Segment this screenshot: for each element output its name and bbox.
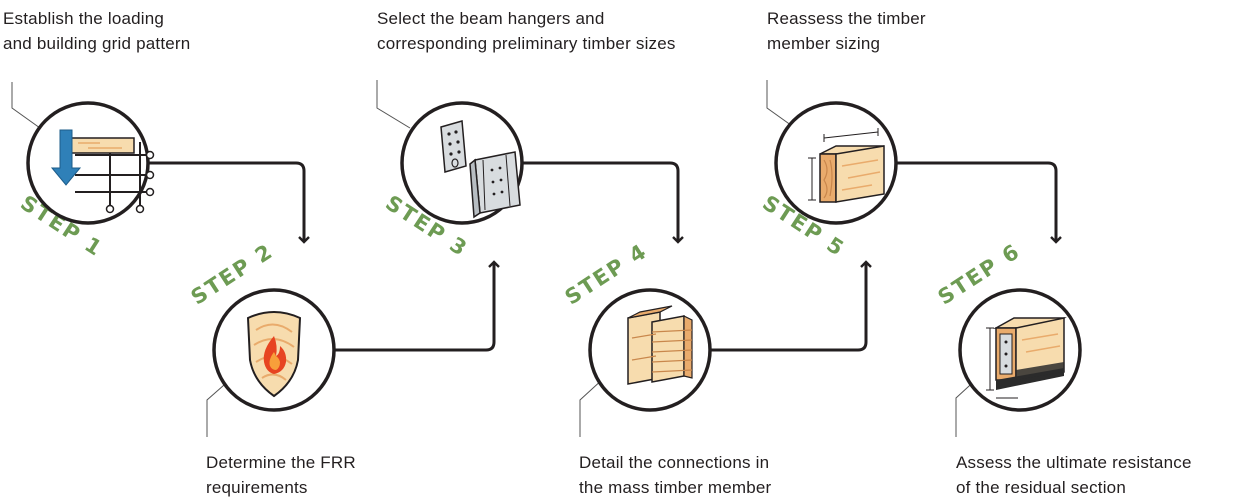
- beam-hangers-icon: [440, 120, 521, 219]
- connector-arrow-4-to-5: [710, 260, 872, 352]
- step-6-caption-line-2: of the residual section: [956, 478, 1126, 497]
- step-6-caption: Assess the ultimate resistance of the re…: [956, 450, 1192, 500]
- timber-sizing-icon: [808, 128, 885, 203]
- step-1-caption-line-1: Establish the loading: [3, 9, 165, 28]
- step-1-circle: [26, 101, 155, 225]
- step-3-leader-line: [376, 80, 411, 129]
- step-5-caption: Reassess the timber member sizing: [767, 6, 926, 56]
- step-3-circle: [400, 101, 524, 225]
- step-1-caption: Establish the loading and building grid …: [3, 6, 190, 56]
- beam-loading-grid-icon: [50, 129, 155, 214]
- step-1-leader-line: [11, 82, 41, 129]
- step-2-caption-line-1: Determine the FRR: [206, 453, 356, 472]
- step-4-leader-line: [579, 377, 605, 437]
- step-4-caption-line-2: the mass timber member: [579, 478, 772, 497]
- step-1-caption-line-2: and building grid pattern: [3, 34, 191, 53]
- step-5-caption-line-2: member sizing: [767, 34, 881, 53]
- step-6-circle: [958, 288, 1082, 412]
- step-5-leader-line: [766, 80, 796, 129]
- connector-arrow-2-to-3: [334, 260, 500, 352]
- step-3-caption-line-2: corresponding preliminary timber sizes: [377, 34, 676, 53]
- step-3-caption: Select the beam hangers and correspondin…: [377, 6, 676, 56]
- step-3-caption-line-1: Select the beam hangers and: [377, 9, 605, 28]
- connector-arrow-1-to-2: [148, 161, 310, 244]
- step-5-circle: [774, 101, 898, 225]
- step-5-caption-line-1: Reassess the timber: [767, 9, 926, 28]
- connector-arrow-3-to-4: [522, 161, 684, 244]
- step-4-caption-line-1: Detail the connections in: [579, 453, 770, 472]
- connector-arrow-5-to-6: [896, 161, 1062, 244]
- step-6-caption-line-1: Assess the ultimate resistance: [956, 453, 1192, 472]
- fire-shield-icon: [246, 311, 302, 398]
- step-2-caption-line-2: requirements: [206, 478, 308, 497]
- connection-detail-icon: [627, 305, 693, 385]
- step-4-circle: [588, 288, 712, 412]
- residual-section-icon: [986, 317, 1067, 399]
- step-4-caption: Detail the connections in the mass timbe…: [579, 450, 771, 500]
- step-2-caption: Determine the FRR requirements: [206, 450, 356, 500]
- step-2-circle: [212, 288, 336, 412]
